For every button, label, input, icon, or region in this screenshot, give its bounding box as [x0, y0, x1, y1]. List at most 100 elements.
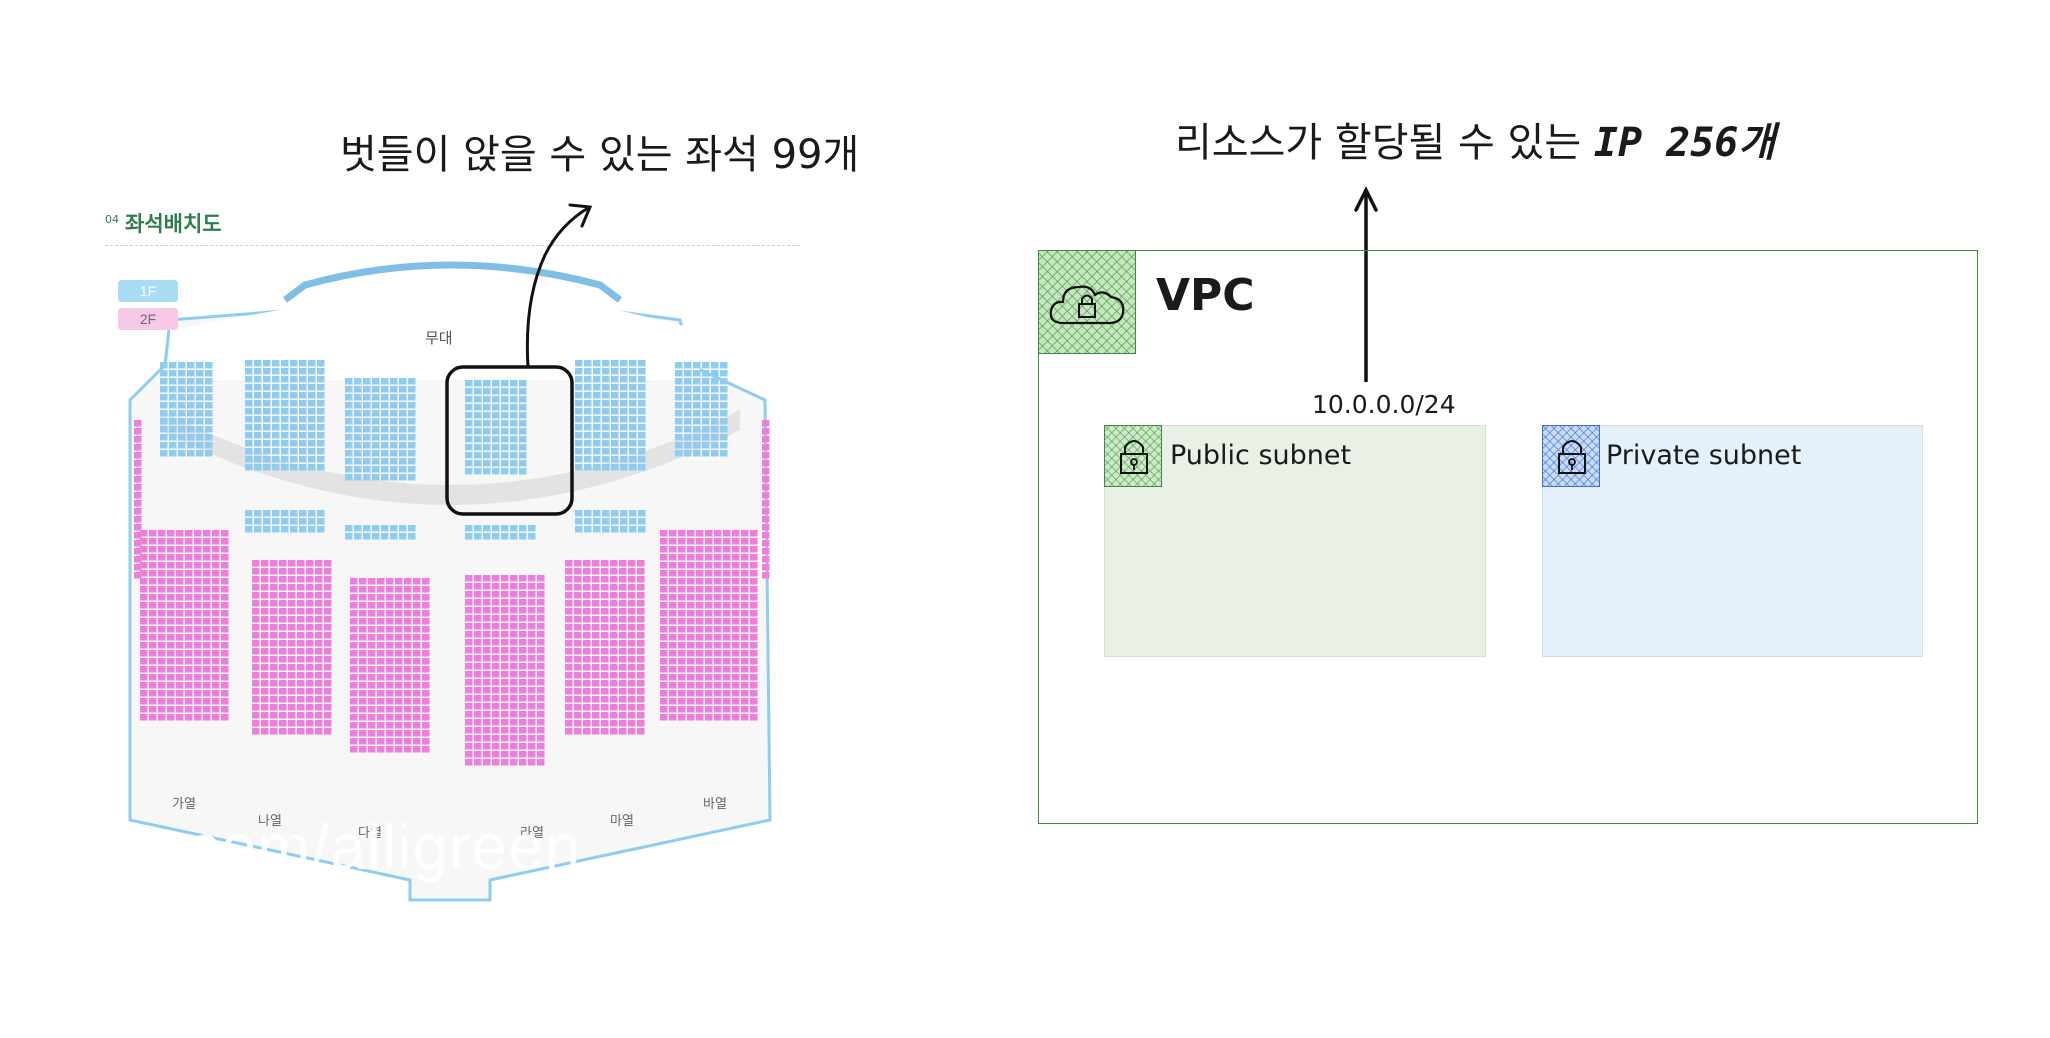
seat: [519, 711, 527, 718]
seat: [678, 586, 686, 593]
seat: [176, 634, 184, 641]
seat: [261, 648, 269, 655]
seat: [610, 656, 618, 663]
seat: [732, 698, 740, 705]
seat: [134, 548, 142, 555]
seat: [474, 759, 482, 766]
seat: [167, 594, 175, 601]
seat: [272, 518, 280, 525]
seat: [711, 370, 719, 377]
seat: [297, 728, 305, 735]
seat: [602, 392, 610, 399]
seat: [610, 632, 618, 639]
seat: [279, 632, 287, 639]
seat: [537, 711, 545, 718]
seat: [492, 711, 500, 718]
seat: [565, 672, 573, 679]
seat: [678, 538, 686, 545]
seat: [176, 602, 184, 609]
heading-number: 04: [105, 213, 119, 226]
seat: [221, 570, 229, 577]
seat: [390, 458, 398, 465]
seat: [297, 712, 305, 719]
seat: [483, 759, 491, 766]
seat: [254, 448, 262, 455]
public-subnet-label: Public subnet: [1170, 440, 1352, 471]
seat: [465, 679, 473, 686]
seat: [519, 599, 527, 606]
seat: [345, 442, 353, 449]
seat: [252, 568, 260, 575]
seat: [660, 554, 668, 561]
seat: [317, 360, 325, 367]
seat: [350, 618, 358, 625]
seat: [158, 594, 166, 601]
seat: [178, 450, 186, 457]
seat: [492, 647, 500, 654]
seat: [702, 410, 710, 417]
seat: [537, 655, 545, 662]
seat: [404, 610, 412, 617]
seat: [252, 720, 260, 727]
seat: [583, 688, 591, 695]
seat: [732, 546, 740, 553]
seat: [185, 634, 193, 641]
seat: [592, 688, 600, 695]
seat: [528, 575, 536, 582]
seat: [317, 518, 325, 525]
seat: [212, 570, 220, 577]
seat: [519, 615, 527, 622]
seat: [404, 722, 412, 729]
seat: [345, 474, 353, 481]
seat: [245, 510, 253, 517]
seat-block-2f-middle-right: [465, 575, 545, 766]
seat: [723, 554, 731, 561]
seat: [187, 426, 195, 433]
seat: [299, 440, 307, 447]
seat: [363, 394, 371, 401]
seat: [669, 682, 677, 689]
seat: [158, 578, 166, 585]
seat: [372, 458, 380, 465]
seat: [637, 688, 645, 695]
seat: [281, 416, 289, 423]
seat: [705, 570, 713, 577]
seat: [537, 591, 545, 598]
seat: [390, 533, 398, 540]
seat: [386, 746, 394, 753]
seat: [194, 586, 202, 593]
seat: [750, 610, 758, 617]
seat: [134, 500, 142, 507]
seat: [221, 554, 229, 561]
seat: [537, 743, 545, 750]
seat: [315, 728, 323, 735]
seat: [368, 634, 376, 641]
seat: [465, 759, 473, 766]
seat: [158, 682, 166, 689]
seat: [720, 378, 728, 385]
seat: [252, 672, 260, 679]
seat: [158, 618, 166, 625]
seat: [413, 666, 421, 673]
seat: [519, 575, 527, 582]
seat: [610, 624, 618, 631]
seat: [368, 706, 376, 713]
cidr-label: 10.0.0.0/24: [1312, 390, 1456, 419]
seat: [413, 730, 421, 737]
seat: [350, 642, 358, 649]
seat: [584, 432, 592, 439]
seat: [386, 618, 394, 625]
seat: [611, 440, 619, 447]
seat: [720, 402, 728, 409]
seat: [678, 714, 686, 721]
seat: [167, 690, 175, 697]
seat: [501, 671, 509, 678]
seat: [619, 688, 627, 695]
seat: [288, 600, 296, 607]
seat: [381, 525, 389, 532]
seat: [465, 575, 473, 582]
seat: [272, 384, 280, 391]
seat: [601, 712, 609, 719]
seat: [510, 388, 518, 395]
seat: [741, 634, 749, 641]
